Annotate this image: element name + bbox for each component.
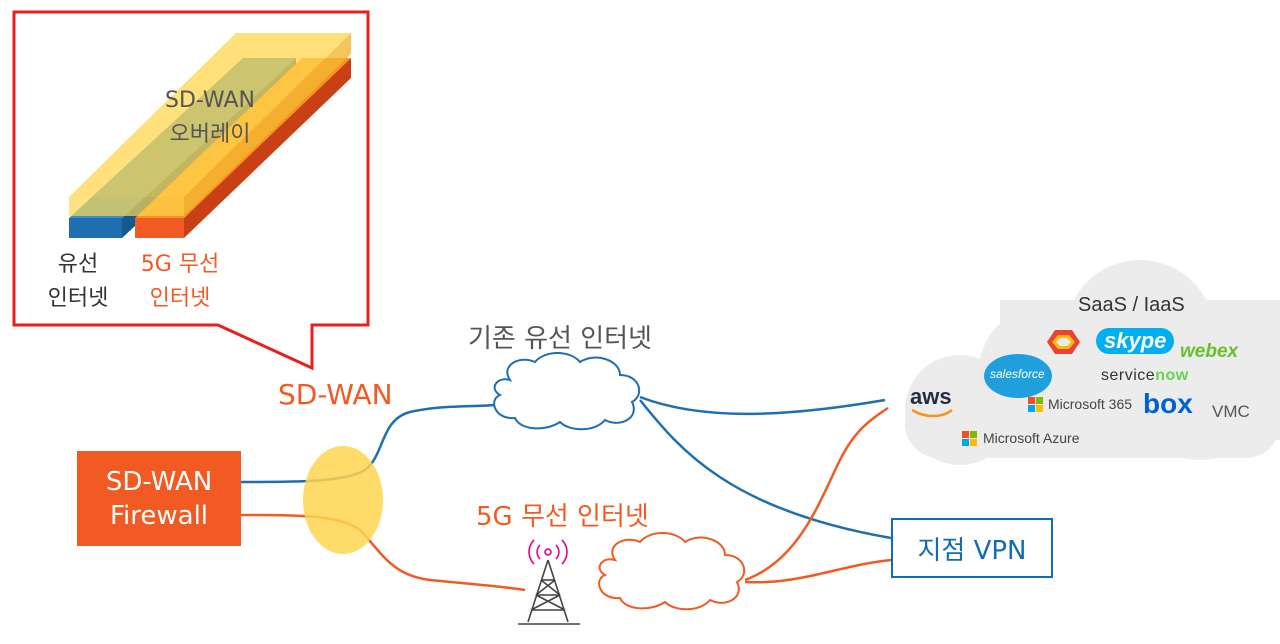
saas-cloud-shape — [905, 260, 1280, 465]
wired-label: 유선 인터넷 — [30, 248, 126, 316]
aws-smile-icon — [911, 408, 953, 418]
azure-logo: Microsoft Azure — [983, 430, 1080, 446]
wired-label-line2: 인터넷 — [47, 286, 109, 311]
wireless-internet-label: 5G 무선 인터넷 — [476, 502, 649, 532]
saas-cloud-title: SaaS / IaaS — [1078, 294, 1185, 316]
vmc-logo: VMC — [1212, 402, 1250, 421]
firewall-line2: Firewall — [109, 500, 209, 531]
servicenow-logo: servicenow — [1101, 367, 1189, 385]
aws-logo: aws — [910, 384, 952, 409]
wired-internet-label: 기존 유선 인터넷 — [468, 324, 652, 354]
webex-logo: webex — [1180, 341, 1239, 362]
branch-vpn-box: 지점 VPN — [891, 518, 1053, 578]
overlay-bars-illustration — [69, 33, 351, 238]
sdwan-overlay-ellipse — [303, 446, 383, 554]
wireless-callout-label: 5G 무선 인터넷 — [122, 248, 238, 316]
firewall-line1: SD-WAN — [105, 466, 213, 497]
box-logo: box — [1143, 388, 1193, 419]
salesforce-logo: salesforce — [990, 367, 1045, 381]
overlay-label-line2: 오버레이 — [169, 122, 251, 147]
skype-logo: skype — [1096, 328, 1175, 354]
overlay-label-line1: SD-WAN — [164, 88, 255, 113]
overlay-label: SD-WAN 오버레이 — [130, 84, 290, 152]
salesforce-logo-icon — [984, 354, 1052, 398]
signal-waves-icon — [528, 539, 568, 565]
gcp-logo-icon — [1047, 330, 1080, 354]
wireless-callout-line1: 5G 무선 — [140, 252, 220, 277]
microsoft365-logo: Microsoft 365 — [1048, 396, 1133, 412]
servicenow-logo-b: now — [1155, 367, 1189, 384]
wired-label-line1: 유선 — [57, 252, 99, 277]
sdwan-firewall-box: SD-WAN Firewall — [77, 451, 241, 546]
cell-tower-icon — [518, 559, 580, 625]
sdwan-label: SD-WAN — [278, 378, 393, 411]
azure-logo-icon — [962, 431, 977, 446]
branch-vpn-label: 지점 VPN — [917, 535, 1027, 566]
wired-internet-cloud — [493, 352, 641, 431]
microsoft365-logo-icon — [1028, 397, 1043, 412]
wireless-callout-line2: 인터넷 — [149, 286, 211, 311]
servicenow-logo-a: service — [1101, 367, 1156, 384]
wireless-internet-cloud — [598, 532, 746, 611]
